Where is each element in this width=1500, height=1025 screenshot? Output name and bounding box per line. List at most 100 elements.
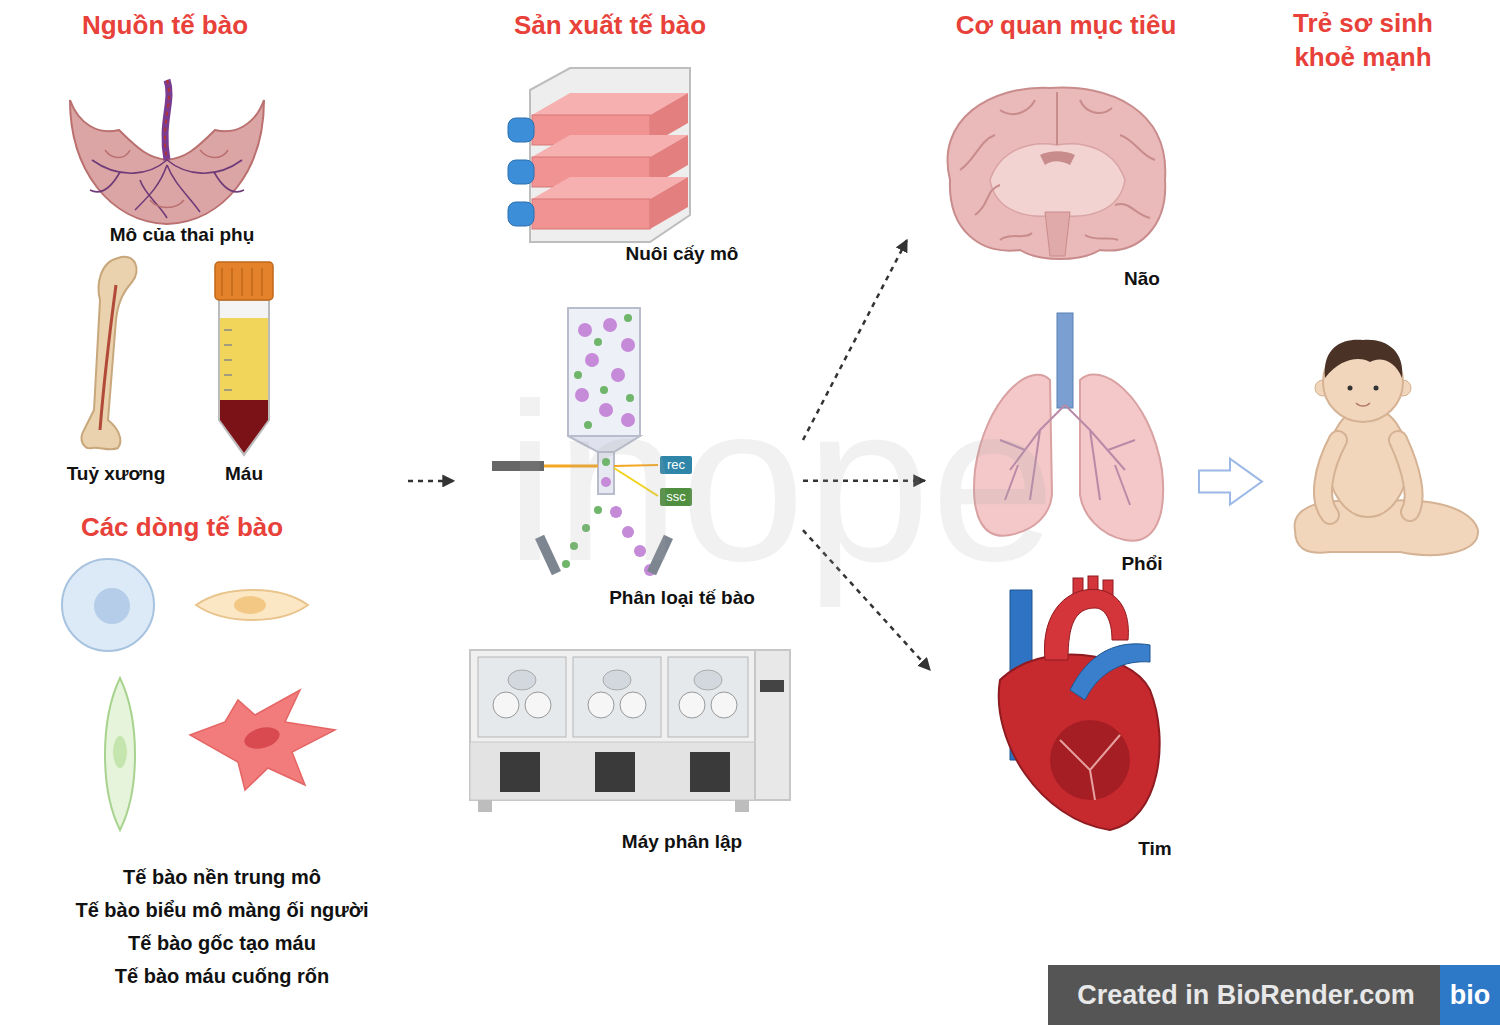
cell-sorter-picture-part — [626, 394, 634, 402]
culture-flask-picture-part — [532, 199, 650, 229]
illustration-panel: Tuỷ xương — [52, 250, 182, 492]
cell-sorter-picture-part — [610, 506, 622, 518]
cell-sorter-picture-part — [570, 542, 578, 550]
list-item: Tế bào máu cuống rốn — [46, 963, 398, 989]
cell-sorter-picture-part — [614, 465, 658, 466]
isolator-machine-picture-part — [603, 670, 631, 690]
blood-tube-picture-part — [220, 400, 268, 453]
stage-heading: Các dòng tế bào — [42, 510, 322, 544]
cell-line-pictures-part — [94, 588, 130, 624]
cell-sorter-picture-part — [492, 461, 544, 471]
isolator-machine-picture-part — [500, 752, 540, 792]
cell-sorter-picture-part — [603, 318, 617, 332]
culture-flask-picture-part — [508, 118, 534, 142]
isolator-machine-picture-part — [694, 670, 722, 690]
result-panel: Trẻ sơ sinh khoẻ mạnh — [1266, 3, 1488, 568]
stage-group: Cơ quan mục tiêuNãoPhổiTim — [905, 3, 1195, 870]
detector-label: ssc — [660, 488, 692, 506]
isolator-machine-picture-part — [711, 692, 737, 718]
placenta-picture — [70, 80, 264, 224]
cell-line-pictures-part — [105, 678, 135, 830]
illustration-panel: Máy phân lập — [464, 640, 796, 862]
heart-picture-part — [1050, 720, 1130, 800]
baby-picture-part — [1325, 340, 1403, 378]
lungs-picture-part — [974, 375, 1052, 536]
brain-picture-part — [1040, 151, 1075, 165]
cell-sorter-picture-part — [575, 388, 589, 402]
isolator-machine-picture-part — [478, 657, 566, 737]
lungs-picture-part — [1080, 374, 1163, 540]
baby-picture-part — [1348, 386, 1353, 391]
brain-picture-part — [948, 88, 1166, 259]
cell-sorter-picture-part — [602, 458, 610, 466]
list-item: Tế bào biểu mô màng ối người — [46, 897, 398, 923]
lungs-picture-part — [1000, 405, 1135, 505]
blood-tube-picture-part — [220, 318, 268, 400]
cell-sorter-picture-part — [660, 456, 692, 474]
baby-picture — [1295, 340, 1478, 555]
cell-sorter-picture-part — [582, 524, 590, 532]
biorender-badge — [1048, 965, 1500, 1025]
blood-tube-picture-part — [215, 262, 273, 300]
item-label: Tuỷ xương — [56, 462, 176, 486]
isolator-machine-picture-part — [620, 692, 646, 718]
watermark: inope — [505, 370, 1056, 595]
stage-heading: Trẻ sơ sinh khoẻ mạnh — [1271, 6, 1456, 74]
illustration-panel: Phân loại tế bào — [486, 300, 776, 618]
cell-line-pictures-part — [190, 690, 335, 790]
item-label: Phổi — [1112, 552, 1172, 576]
cell-sorter-picture-part — [634, 545, 646, 557]
item-label: Phân loại tế bào — [592, 586, 772, 610]
brain-picture — [948, 88, 1166, 259]
cell-sorter-picture-part — [562, 560, 570, 568]
heart-picture-part — [1060, 735, 1120, 800]
baby-picture-part — [1374, 386, 1379, 391]
blood-tube-picture-part — [219, 300, 269, 455]
stage-heading: Sản xuất tế bào — [460, 8, 760, 42]
isolator-machine-picture-part — [470, 742, 755, 800]
culture-flask-picture — [508, 68, 690, 242]
stage-heading: Cơ quan mục tiêu — [941, 8, 1191, 42]
heart-picture — [999, 576, 1160, 830]
cell-sorter-picture-part — [601, 477, 611, 487]
isolator-machine-picture-part — [690, 752, 730, 792]
cell-sorter-picture-part — [574, 371, 582, 379]
cell-sorter-picture-part — [535, 535, 561, 575]
brain-picture-part — [990, 144, 1125, 216]
blood-tube-picture — [215, 262, 273, 455]
dashed-arrow — [408, 480, 454, 483]
list-item: Tế bào gốc tạo máu — [46, 930, 398, 956]
list-item: Tế bào nền trung mô — [46, 864, 398, 890]
cell-sorter-picture-part — [624, 314, 632, 322]
isolator-machine-picture-part — [595, 752, 635, 792]
biorender-badge-part — [1048, 965, 1440, 1025]
cell-sorter-picture-part — [594, 338, 602, 346]
isolator-machine-picture-part — [478, 800, 492, 812]
cell-sorter-picture-part — [614, 468, 658, 496]
isolator-machine-picture-part — [525, 692, 551, 718]
cell-sorter-picture-part — [622, 526, 634, 538]
bone-picture-part — [100, 285, 116, 430]
cell-sorter-picture-part — [599, 403, 613, 417]
isolator-machine-picture-part — [508, 670, 536, 690]
item-label: Não — [1112, 267, 1172, 291]
placenta-picture-part — [165, 80, 169, 160]
item-label: Mô của thai phụ — [82, 223, 282, 247]
biorender-badge-part — [1440, 965, 1500, 1025]
dashed-arrow — [803, 530, 930, 670]
cell-sorter-picture-part — [611, 368, 625, 382]
dashed-arrow — [803, 479, 925, 482]
cell-sorter-picture-part — [621, 338, 635, 352]
isolator-machine-picture-part — [668, 657, 748, 737]
bone-picture-part — [82, 257, 137, 450]
blood-tube-picture-part — [224, 330, 232, 390]
cell-line-pictures-part — [242, 724, 282, 753]
illustration-panel: Các dòng tế bào Tế bào nền trung mô Tế bào… — [39, 505, 402, 995]
cell-sorter-picture-part — [598, 452, 614, 494]
dashed-arrow — [803, 240, 907, 440]
baby-picture-part — [1323, 440, 1414, 515]
cell-sorter-picture-part — [621, 413, 635, 427]
isolator-machine-picture-part — [470, 650, 755, 800]
cell-sorter-picture-part — [585, 353, 599, 367]
